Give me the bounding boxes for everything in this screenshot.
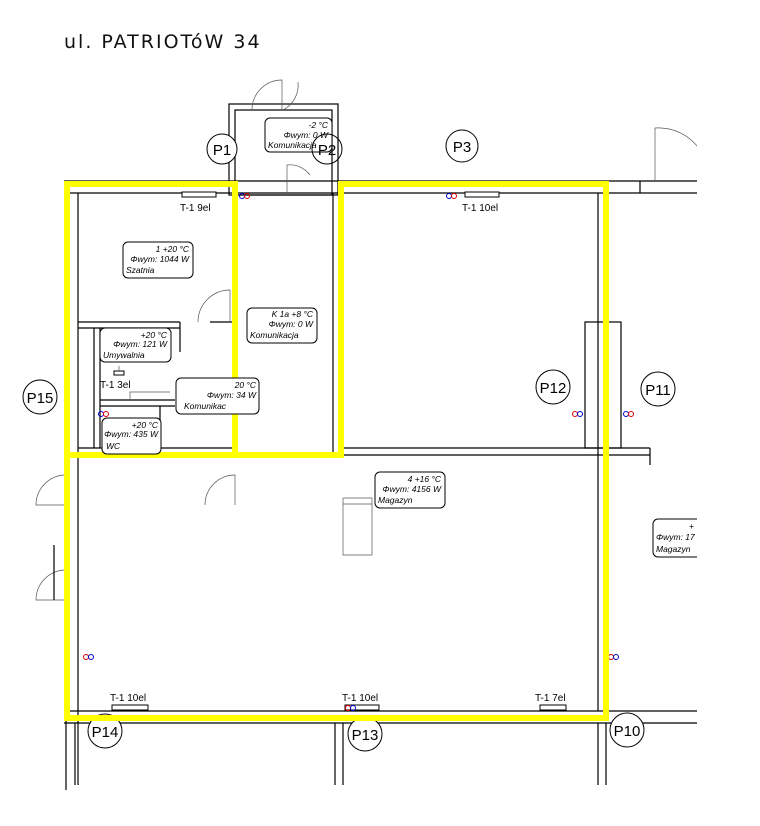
svg-text:P15: P15: [27, 390, 54, 407]
heater-label: T-1 3el: [100, 380, 131, 391]
svg-text:Φwym: 1044 W: Φwym: 1044 W: [130, 254, 190, 264]
heater-label: T-1 9el: [180, 203, 211, 214]
svg-text:4 +16 °C: 4 +16 °C: [408, 474, 442, 484]
heater-label: T-1 10el: [462, 203, 498, 214]
svg-text:Magazyn: Magazyn: [656, 544, 691, 554]
svg-text:P14: P14: [92, 724, 119, 741]
point-marker-p11: P11: [640, 371, 676, 407]
heater-label: T-1 10el: [342, 693, 378, 704]
heater-label: T-1 10el: [110, 693, 146, 704]
svg-text:20 °C: 20 °C: [234, 380, 257, 390]
room-tag-r3: K 1a +8 °C Φwym: 0 W Komunikacja: [246, 307, 318, 344]
point-marker-p2: P2: [311, 133, 343, 165]
room-tag-r7: 4 +16 °C Φwym: 4156 W Magazyn: [374, 471, 446, 509]
svg-text:WC: WC: [106, 441, 121, 451]
svg-text:-2 °C: -2 °C: [309, 120, 329, 130]
svg-text:Φwym: 17: Φwym: 17: [656, 532, 695, 542]
svg-text:P11: P11: [645, 382, 671, 399]
room-tag-r4: +20 °C Φwym: 121 W Umywalnia: [99, 327, 172, 363]
svg-text:P12: P12: [540, 380, 567, 397]
svg-text:+: +: [689, 521, 694, 531]
svg-text:Komunikac: Komunikac: [184, 401, 227, 411]
point-marker-p12: P12: [535, 369, 571, 405]
svg-text:K 1a +8 °C: K 1a +8 °C: [272, 309, 314, 319]
svg-text:+20 °C: +20 °C: [141, 330, 168, 340]
svg-text:Φwym: 121 W: Φwym: 121 W: [113, 339, 168, 349]
svg-text:P10: P10: [614, 723, 641, 740]
svg-text:P1: P1: [213, 142, 231, 159]
svg-text:Magazyn: Magazyn: [378, 495, 413, 505]
address-title: ul. PATRIOTóW 34: [64, 31, 262, 53]
point-marker-p15: P15: [22, 379, 58, 415]
svg-text:P13: P13: [352, 727, 379, 744]
svg-text:+20 °C: +20 °C: [132, 420, 159, 430]
point-marker-p14: P14: [87, 713, 123, 749]
svg-text:Φwym: 0 W: Φwym: 0 W: [269, 319, 314, 329]
svg-text:Komunikacja: Komunikacja: [250, 330, 299, 340]
room-tag-r5: 20 °C Φwym: 34 W Komunikac: [175, 377, 260, 415]
room-tag-r2: 1 +20 °C Φwym: 1044 W Szatnia: [122, 241, 194, 279]
svg-text:Φwym: 4156 W: Φwym: 4156 W: [382, 484, 442, 494]
point-marker-p1: P1: [206, 133, 238, 165]
svg-text:Φwym: 34 W: Φwym: 34 W: [207, 390, 257, 400]
point-marker-p10: P10: [609, 712, 645, 748]
svg-text:1 +20 °C: 1 +20 °C: [156, 244, 190, 254]
point-marker-p3: P3: [445, 129, 479, 163]
point-marker-p13: P13: [347, 716, 383, 752]
svg-text:Szatnia: Szatnia: [126, 265, 155, 275]
heater-label: T-1 7el: [535, 693, 566, 704]
svg-text:Komunikacja: Komunikacja: [268, 140, 317, 150]
svg-text:Umywalnia: Umywalnia: [103, 350, 145, 360]
svg-text:Φwym: 435 W: Φwym: 435 W: [104, 429, 159, 439]
svg-text:P2: P2: [318, 142, 336, 159]
svg-text:P3: P3: [453, 139, 471, 156]
room-tag-r6: +20 °C Φwym: 435 W WC: [101, 417, 162, 455]
pipe-risers: [83, 193, 634, 711]
svg-text:Φwym: 0 W: Φwym: 0 W: [284, 130, 329, 140]
heaters: [111, 191, 567, 711]
highlight-overlay: [64, 181, 609, 721]
